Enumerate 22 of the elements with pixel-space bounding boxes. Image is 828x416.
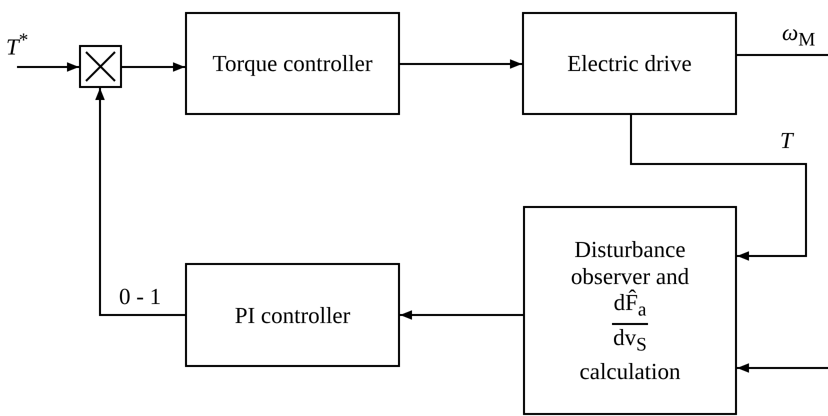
arrow [17,62,79,72]
block-label: Torque controller [212,50,372,77]
arrow [95,88,185,316]
fraction-denominator: dv$_{S}$ [613,325,647,358]
arrow [400,310,523,320]
block-label: PI controller [234,302,350,328]
signal-label: ω$_{M}$ [782,20,816,53]
block-label: calculation [580,358,680,385]
signal-label: T$^{*}$ [6,29,28,61]
signal-label: T [780,128,793,154]
arrow [400,59,522,69]
signal-label: 0 - 1 [119,284,162,310]
arrow [630,115,807,261]
block [185,12,400,115]
block [185,263,400,367]
block [522,12,737,115]
arrow [122,62,185,72]
block [523,206,737,415]
block-label: Electric drive [567,50,692,77]
arrow [737,363,828,373]
fraction-numerator: dF̂$_{a}$ [612,290,648,325]
signal-line [737,54,828,56]
